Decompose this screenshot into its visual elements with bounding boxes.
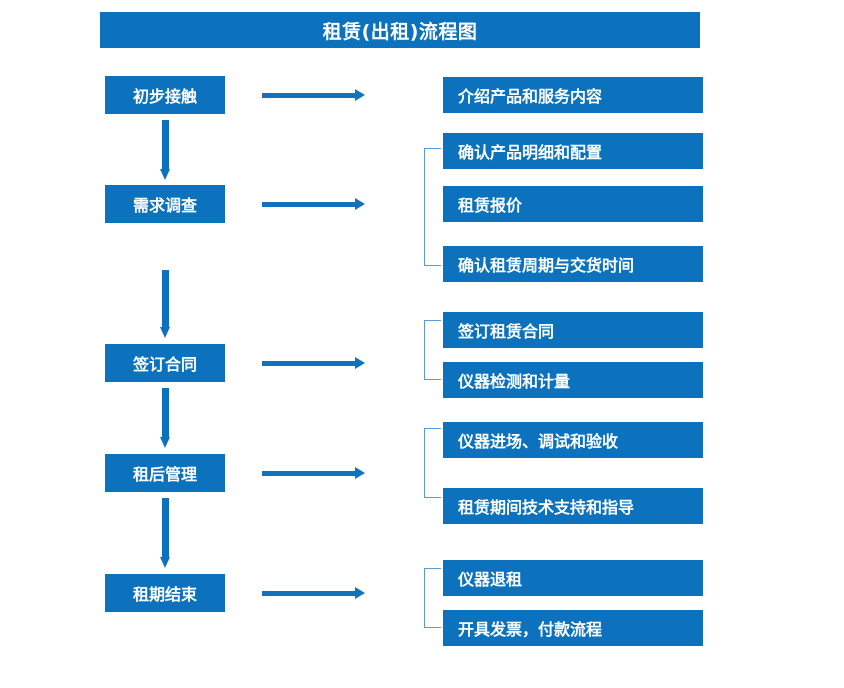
detail-box-2[interactable]: 确认产品明细和配置 xyxy=(443,133,703,169)
arrow-head xyxy=(160,437,170,448)
arrow-head xyxy=(160,557,170,568)
arrow-head xyxy=(355,357,365,369)
arrow-shaft xyxy=(162,498,169,557)
arrow-shaft xyxy=(262,93,356,98)
stage-box-5[interactable]: 租期结束 xyxy=(105,574,225,612)
detail-box-5[interactable]: 签订租赁合同 xyxy=(443,312,703,348)
arrow-head xyxy=(355,587,365,599)
arrow-head xyxy=(355,198,365,210)
group-bracket-post-rental xyxy=(424,428,441,498)
stage-box-3[interactable]: 签订合同 xyxy=(105,344,225,382)
group-bracket-end-of-term xyxy=(424,568,441,628)
stage-box-1[interactable]: 初步接触 xyxy=(105,76,225,114)
arrow-shaft xyxy=(162,270,169,327)
arrow-shaft xyxy=(262,471,356,476)
arrow-shaft xyxy=(262,591,356,596)
arrow-shaft xyxy=(262,202,356,207)
stage-detail-arrow-1 xyxy=(262,89,365,101)
stage-box-2[interactable]: 需求调查 xyxy=(105,185,225,223)
detail-box-7[interactable]: 仪器进场、调试和验收 xyxy=(443,422,703,458)
stage-box-4[interactable]: 租后管理 xyxy=(105,454,225,492)
arrow-head xyxy=(160,327,170,338)
stage-connector-arrow-2-3 xyxy=(160,270,171,338)
arrow-shaft xyxy=(162,120,169,169)
page-title: 租赁(出租)流程图 xyxy=(100,12,700,48)
detail-box-8[interactable]: 租赁期间技术支持和指导 xyxy=(443,488,703,524)
arrow-shaft xyxy=(162,388,169,437)
detail-box-9[interactable]: 仪器退租 xyxy=(443,560,703,596)
arrow-head xyxy=(160,169,170,180)
stage-detail-arrow-5 xyxy=(262,587,365,599)
arrow-head xyxy=(355,89,365,101)
arrow-head xyxy=(355,467,365,479)
group-bracket-contract xyxy=(424,320,441,380)
detail-box-1[interactable]: 介绍产品和服务内容 xyxy=(443,77,703,113)
detail-box-6[interactable]: 仪器检测和计量 xyxy=(443,362,703,398)
detail-box-10[interactable]: 开具发票，付款流程 xyxy=(443,610,703,646)
stage-detail-arrow-4 xyxy=(262,467,365,479)
arrow-shaft xyxy=(262,361,356,366)
stage-connector-arrow-1-2 xyxy=(160,120,171,180)
detail-box-4[interactable]: 确认租赁周期与交货时间 xyxy=(443,246,703,282)
stage-connector-arrow-3-4 xyxy=(160,388,171,448)
group-bracket-requirements xyxy=(424,148,441,266)
stage-detail-arrow-2 xyxy=(262,198,365,210)
detail-box-3[interactable]: 租赁报价 xyxy=(443,186,703,222)
stage-detail-arrow-3 xyxy=(262,357,365,369)
stage-connector-arrow-4-5 xyxy=(160,498,171,568)
